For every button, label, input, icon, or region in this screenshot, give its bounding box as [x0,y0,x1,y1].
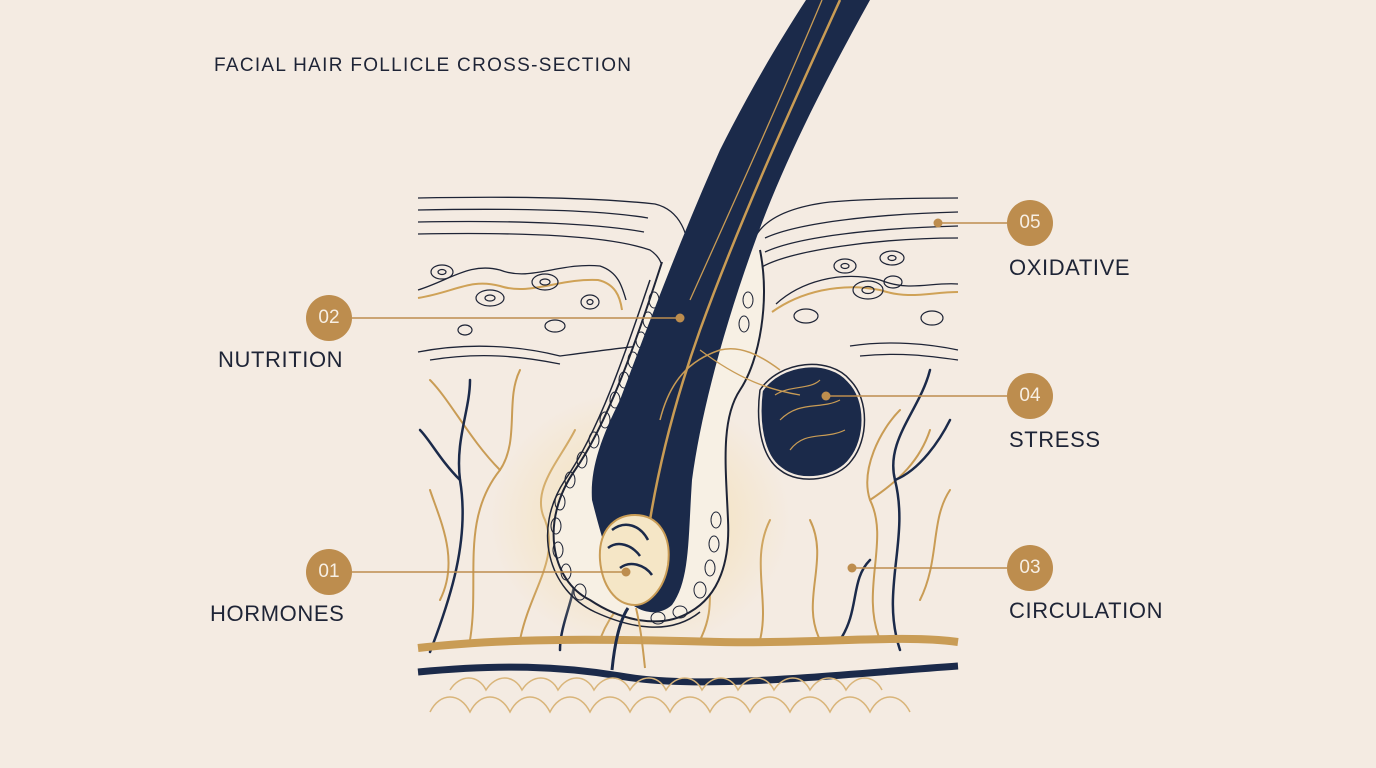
dermis-layer [417,264,959,365]
callout-label-nutrition: NUTRITION [218,347,344,372]
gold-base-band [417,634,959,652]
callout-label-oxidative: OXIDATIVE [1009,255,1131,280]
leader-lines [352,222,1007,573]
callout-badge-03: 03 [1007,545,1053,591]
dermal-papilla [598,513,670,607]
callout-badge-01: 01 [306,549,352,595]
callout-label-circulation: CIRCULATION [1009,598,1164,623]
callout-badge-04: 04 [1007,373,1053,419]
sheath-cells [550,291,754,625]
fat-cells [429,677,911,714]
callout-label-stress: STRESS [1009,427,1101,452]
leader-dots [621,218,943,577]
sebaceous-gland [755,361,868,483]
skin-cells [430,250,944,336]
diagram-title: FACIAL HAIR FOLLICLE CROSS-SECTION [214,55,633,76]
callout-badge-05: 05 [1007,200,1053,246]
navy-base-band [417,662,959,686]
callout-label-hormones: HORMONES [210,601,345,626]
callout-badge-02: 02 [306,295,352,341]
